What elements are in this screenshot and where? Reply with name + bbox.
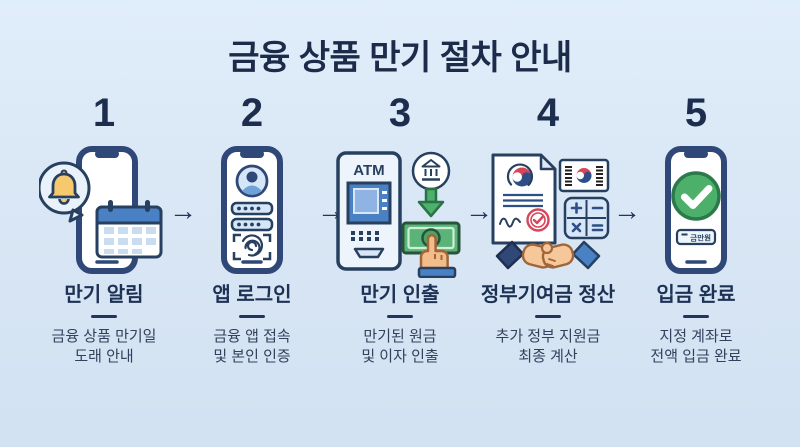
step-divider <box>535 315 561 318</box>
step-description-line: 및 이자 인출 <box>361 348 439 366</box>
phone-bell-calendar-icon <box>39 146 163 274</box>
step-description: 지정 계좌로 전액 입금 완료 <box>650 327 741 368</box>
amount-badge-text: 금만원 <box>690 233 711 243</box>
step-description-line: 만기된 원금 <box>363 328 437 345</box>
hand-icon <box>417 233 457 278</box>
step-number: 2 <box>240 91 264 135</box>
step-label: 입금 완료 <box>656 284 736 306</box>
atm-machine-icon: ATM <box>336 151 402 271</box>
step-description-line: 금융 상품 만기일 <box>51 328 157 345</box>
step-description-line: 전액 입금 완료 <box>650 348 742 366</box>
step-description-line: 및 본인 인증 <box>213 348 291 366</box>
atm-text: ATM <box>353 162 384 179</box>
stamp-icon <box>526 208 550 232</box>
arrow-icon: → <box>465 195 493 226</box>
arrow-icon: → <box>613 195 641 226</box>
password-fields-icon <box>230 201 274 232</box>
step-number: 1 <box>92 91 116 135</box>
success-check-icon <box>671 171 721 221</box>
step-column-1: 1 <box>39 93 169 368</box>
step-description-line: 금융 앱 접속 <box>213 328 291 345</box>
fingerprint-icon <box>232 233 272 261</box>
step-label: 정부기여금 정산 <box>480 284 616 306</box>
down-arrow-icon <box>417 187 445 218</box>
calendar-icon <box>95 200 163 259</box>
document-flag-calculator-handshake-icon <box>491 153 610 270</box>
step-description-line: 지정 계좌로 <box>659 328 733 345</box>
page-title: 금융 상품 만기 절차 안내 <box>228 39 572 77</box>
step-label: 만기 인출 <box>360 284 440 306</box>
step-label: 앱 로그인 <box>212 284 292 306</box>
step-column-3: 3 ATM <box>335 93 465 368</box>
step-description: 금융 상품 만기일 도래 안내 <box>52 327 157 368</box>
step-description-line: 최종 계산 <box>518 348 578 366</box>
steps-row: 1 <box>0 93 800 368</box>
arrow-icon: → <box>169 195 197 226</box>
step-number: 3 <box>388 91 412 135</box>
phone-login-fingerprint-icon <box>221 146 283 274</box>
step-description-line: 도래 안내 <box>74 348 134 366</box>
government-document-icon <box>491 153 557 245</box>
step-label: 만기 알림 <box>64 284 144 306</box>
step-description: 만기된 원금 및 이자 인출 <box>361 327 438 368</box>
step-column-2: 2 <box>187 93 317 368</box>
step-divider <box>239 315 265 318</box>
step-number: 5 <box>684 91 708 135</box>
korean-flag-icon <box>558 158 610 193</box>
step-description: 추가 정부 지원금 최종 계산 <box>496 327 601 368</box>
step-divider <box>683 315 709 318</box>
user-avatar-icon <box>235 164 269 198</box>
calculator-icon <box>563 196 610 240</box>
step-number: 4 <box>536 91 560 135</box>
arrow-icon: → <box>317 195 345 226</box>
handshake-icon <box>495 240 601 270</box>
step-column-4: 4 <box>480 91 616 368</box>
phone-success-check-icon: 금만원 <box>665 146 727 274</box>
atm-cash-withdrawal-icon: ATM <box>336 151 461 278</box>
step-description: 금융 앱 접속 및 본인 인증 <box>213 327 290 368</box>
step-column-5: 5 금만원 입금 완료 지정 계좌 <box>631 93 761 368</box>
step-description-line: 추가 정부 지원금 <box>495 328 601 345</box>
amount-badge: 금만원 <box>675 228 717 246</box>
step-divider <box>91 315 117 318</box>
notification-bubble-bell-icon <box>39 161 91 223</box>
step-divider <box>387 315 413 318</box>
bank-circle-icon <box>411 151 451 191</box>
